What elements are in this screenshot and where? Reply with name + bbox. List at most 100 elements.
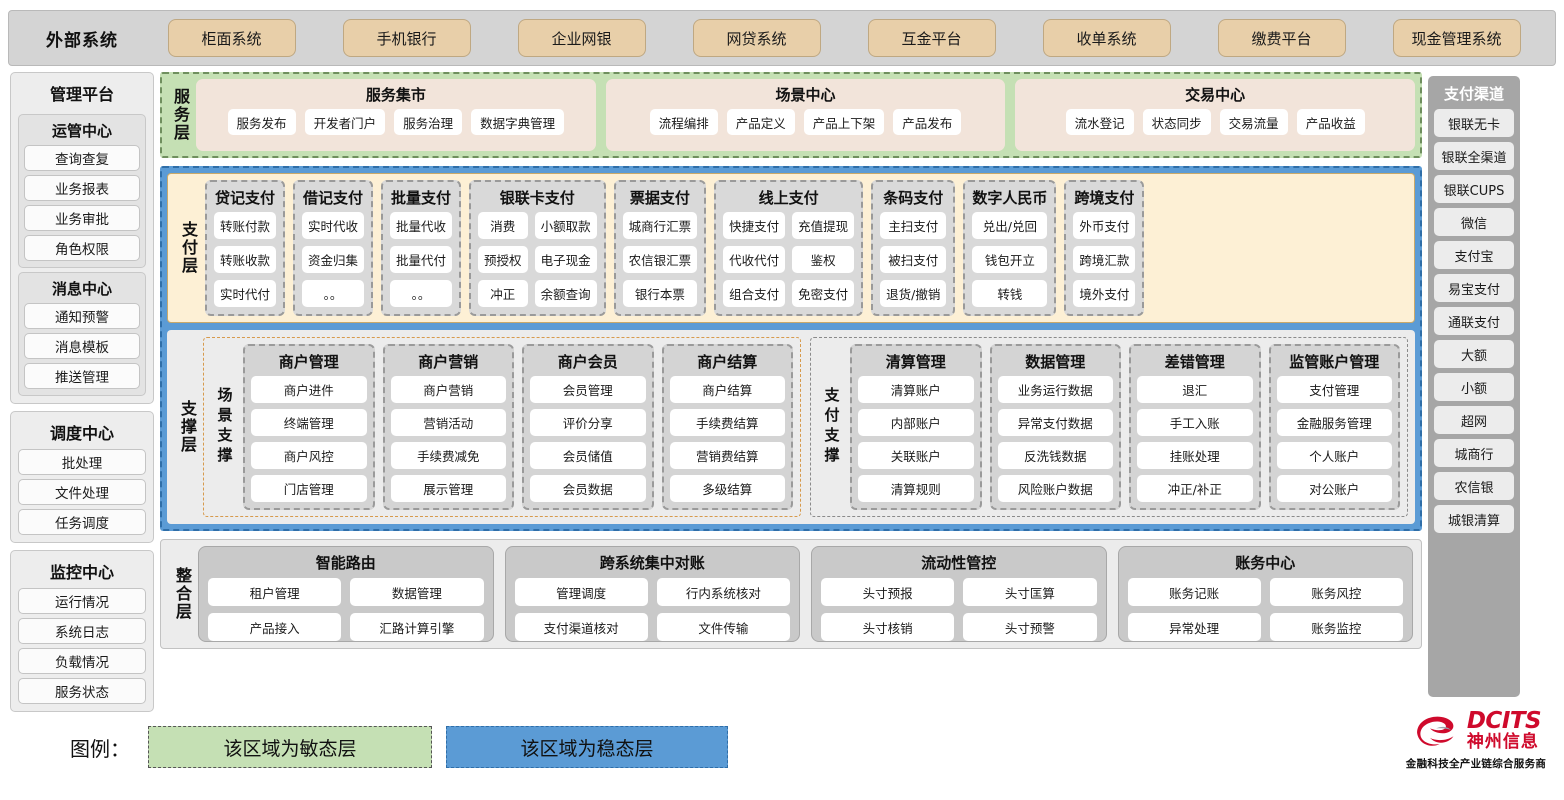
payment-channel-item[interactable]: 小额 <box>1434 373 1514 401</box>
payment-item[interactable]: 城商行汇票 <box>622 212 698 239</box>
payment-item[interactable]: 主扫支付 <box>880 212 947 239</box>
external-system-item[interactable]: 柜面系统 <box>167 19 296 57</box>
payment-item[interactable]: 快捷支付 <box>723 212 786 239</box>
payment-item[interactable]: 代收代付 <box>723 246 786 273</box>
sidebar-item[interactable]: 系统日志 <box>18 618 146 644</box>
sidebar-item[interactable]: 推送管理 <box>24 363 140 389</box>
support-item[interactable]: 清算账户 <box>858 376 974 403</box>
payment-item[interactable]: 鉴权 <box>792 246 855 273</box>
payment-item[interactable]: 跨境汇款 <box>1073 246 1136 273</box>
external-system-item[interactable]: 互金平台 <box>867 19 996 57</box>
service-item[interactable]: 流程编排 <box>649 109 718 135</box>
service-item[interactable]: 服务发布 <box>227 109 296 135</box>
support-item[interactable]: 对公账户 <box>1276 475 1392 502</box>
support-item[interactable]: 内部账户 <box>858 409 974 436</box>
sidebar-item[interactable]: 通知预警 <box>24 303 140 329</box>
payment-channel-item[interactable]: 微信 <box>1434 208 1514 236</box>
support-item[interactable]: 冲正/补正 <box>1137 475 1253 502</box>
external-system-item[interactable]: 现金管理系统 <box>1392 19 1521 57</box>
integration-item[interactable]: 账务风控 <box>1269 578 1403 606</box>
integration-item[interactable]: 数据管理 <box>350 578 484 606</box>
support-item[interactable]: 手续费结算 <box>669 409 785 436</box>
support-item[interactable]: 商户风控 <box>251 442 367 469</box>
support-item[interactable]: 展示管理 <box>390 475 506 502</box>
support-item[interactable]: 会员储值 <box>530 442 646 469</box>
payment-item[interactable]: 。。 <box>390 280 453 307</box>
support-item[interactable]: 评价分享 <box>530 409 646 436</box>
support-item[interactable]: 异常支付数据 <box>997 409 1113 436</box>
integration-item[interactable]: 账务记账 <box>1127 578 1261 606</box>
sidebar-item[interactable]: 业务报表 <box>24 175 140 201</box>
service-item[interactable]: 服务治理 <box>394 109 463 135</box>
payment-item[interactable]: 被扫支付 <box>880 246 947 273</box>
support-item[interactable]: 挂账处理 <box>1137 442 1253 469</box>
payment-item[interactable]: 组合支付 <box>723 280 786 307</box>
payment-item[interactable]: 外币支付 <box>1073 212 1136 239</box>
support-item[interactable]: 商户结算 <box>669 376 785 403</box>
support-item[interactable]: 会员数据 <box>530 475 646 502</box>
integration-item[interactable]: 头寸预警 <box>963 613 1097 641</box>
external-system-item[interactable]: 手机银行 <box>342 19 471 57</box>
integration-item[interactable]: 行内系统核对 <box>656 578 790 606</box>
sidebar-item[interactable]: 角色权限 <box>24 235 140 261</box>
sidebar-item[interactable]: 业务审批 <box>24 205 140 231</box>
sidebar-item[interactable]: 查询查复 <box>24 145 140 171</box>
integration-item[interactable]: 异常处理 <box>1127 613 1261 641</box>
support-item[interactable]: 手工入账 <box>1137 409 1253 436</box>
sidebar-item[interactable]: 消息模板 <box>24 333 140 359</box>
integration-item[interactable]: 头寸预报 <box>821 578 955 606</box>
integration-item[interactable]: 账务监控 <box>1269 613 1403 641</box>
payment-item[interactable]: 兑出/兑回 <box>972 212 1048 239</box>
payment-item[interactable]: 境外支付 <box>1073 280 1136 307</box>
service-item[interactable]: 状态同步 <box>1142 109 1211 135</box>
external-system-item[interactable]: 收单系统 <box>1042 19 1171 57</box>
payment-item[interactable]: 。。 <box>302 280 365 307</box>
service-item[interactable]: 交易流量 <box>1219 109 1288 135</box>
service-item[interactable]: 数据字典管理 <box>471 109 565 135</box>
payment-item[interactable]: 实时代付 <box>214 280 277 307</box>
support-item[interactable]: 清算规则 <box>858 475 974 502</box>
support-item[interactable]: 业务运行数据 <box>997 376 1113 403</box>
support-item[interactable]: 门店管理 <box>251 475 367 502</box>
support-item[interactable]: 终端管理 <box>251 409 367 436</box>
payment-item[interactable]: 退货/撤销 <box>880 280 947 307</box>
payment-item[interactable]: 消费 <box>478 212 528 239</box>
external-system-item[interactable]: 缴费平台 <box>1217 19 1346 57</box>
service-item[interactable]: 开发者门户 <box>304 109 386 135</box>
integration-item[interactable]: 支付渠道核对 <box>514 613 648 641</box>
external-system-item[interactable]: 网贷系统 <box>692 19 821 57</box>
support-item[interactable]: 商户营销 <box>390 376 506 403</box>
sidebar-item[interactable]: 运行情况 <box>18 588 146 614</box>
payment-item[interactable]: 转账收款 <box>214 246 277 273</box>
support-item[interactable]: 金融服务管理 <box>1276 409 1392 436</box>
support-item[interactable]: 多级结算 <box>669 475 785 502</box>
payment-channel-item[interactable]: 银联无卡 <box>1434 109 1514 137</box>
payment-item[interactable]: 预授权 <box>478 246 528 273</box>
support-item[interactable]: 风险账户数据 <box>997 475 1113 502</box>
payment-item[interactable]: 钱包开立 <box>972 246 1048 273</box>
payment-item[interactable]: 冲正 <box>478 280 528 307</box>
payment-channel-item[interactable]: 支付宝 <box>1434 241 1514 269</box>
integration-item[interactable]: 文件传输 <box>656 613 790 641</box>
payment-channel-item[interactable]: 银联CUPS <box>1434 175 1514 203</box>
payment-item[interactable]: 充值提现 <box>792 212 855 239</box>
payment-item[interactable]: 余额查询 <box>534 280 597 307</box>
support-item[interactable]: 个人账户 <box>1276 442 1392 469</box>
external-system-item[interactable]: 企业网银 <box>517 19 646 57</box>
integration-item[interactable]: 头寸匡算 <box>963 578 1097 606</box>
service-item[interactable]: 产品发布 <box>893 109 962 135</box>
service-item[interactable]: 产品上下架 <box>803 109 885 135</box>
support-item[interactable]: 支付管理 <box>1276 376 1392 403</box>
payment-item[interactable]: 小额取款 <box>534 212 597 239</box>
support-item[interactable]: 会员管理 <box>530 376 646 403</box>
support-item[interactable]: 营销费结算 <box>669 442 785 469</box>
support-item[interactable]: 手续费减免 <box>390 442 506 469</box>
integration-item[interactable]: 产品接入 <box>208 613 342 641</box>
payment-channel-item[interactable]: 农信银 <box>1434 472 1514 500</box>
payment-item[interactable]: 转账付款 <box>214 212 277 239</box>
payment-item[interactable]: 电子现金 <box>534 246 597 273</box>
payment-channel-item[interactable]: 超网 <box>1434 406 1514 434</box>
integration-item[interactable]: 汇路计算引擎 <box>350 613 484 641</box>
support-item[interactable]: 商户进件 <box>251 376 367 403</box>
support-item[interactable]: 营销活动 <box>390 409 506 436</box>
